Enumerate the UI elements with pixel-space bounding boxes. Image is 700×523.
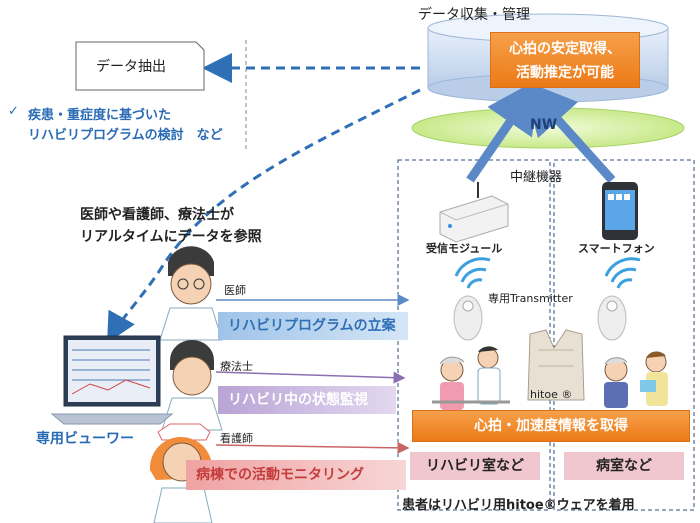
nurse-task-box: 病棟での活動モニタリング (186, 460, 406, 490)
viewer-computer-icon (50, 335, 174, 425)
network-label: NW (530, 117, 558, 133)
doctor-role-label: 医師 (224, 284, 246, 297)
transmitter-icon-2 (597, 295, 627, 341)
hitoe-vest-icon (527, 329, 585, 401)
smartphone-label: スマートフォン (578, 242, 655, 255)
uplink-arrow-smartphone (521, 79, 616, 184)
smartphone-icon (602, 182, 638, 240)
check-text-line1: 疾患・重症度に基づいた (28, 108, 172, 123)
viewer-label: 専用ビューワー (36, 431, 134, 447)
ward-room-box: 病室など (564, 452, 684, 480)
wifi-signal-icon (454, 257, 491, 289)
db-status-box: 心拍の安定取得、 活動推定が可能 (490, 32, 640, 88)
relay-label: 中継機器 (510, 170, 563, 185)
therapist-illustration (161, 340, 223, 431)
uplink-arrow-receiver (466, 77, 541, 183)
heart-info-box: 心拍・加速度情報を取得 (412, 410, 690, 442)
nurse-role-label: 看護師 (220, 432, 253, 445)
therapist-role-label: 療法士 (220, 360, 253, 373)
wifi-signal-icon-2 (604, 257, 641, 289)
relay-area-ward (553, 159, 695, 511)
ward-patients-illustration (604, 351, 668, 408)
rehab-room-box: リハビリ室など (410, 452, 540, 480)
doctor-task-box: リハビリプログラムの立案 (218, 312, 408, 340)
nurse-illustration (149, 423, 213, 523)
transmitter-icon (453, 295, 483, 341)
nurse-arrow (215, 441, 410, 454)
realtime-text-line2: リアルタイムにデータを参照 (80, 229, 262, 245)
hitoe-label: hitoe ® (530, 388, 573, 401)
receiver-label: 受信モジュール (426, 242, 503, 255)
bottom-label: 患者はリハビリ用hitoe®ウェアを着用 (402, 498, 635, 513)
page-title: データ収集・管理 (418, 7, 530, 23)
transmitter-label: 専用Transmitter (488, 292, 573, 305)
extract-box-label: データ抽出 (96, 59, 166, 75)
check-icon: ✓ (8, 104, 19, 119)
rehab-patients-illustration (432, 346, 510, 410)
therapist-arrow (215, 371, 406, 384)
receiver-module-icon (439, 182, 509, 243)
extract-document (75, 41, 205, 91)
check-text-line2: リハビリプログラムの検討 など (28, 128, 223, 143)
therapist-task-box: リハビリ中の状態監視 (218, 386, 396, 414)
doctor-illustration (159, 246, 223, 341)
realtime-text-line1: 医師や看護師、療法士が (80, 207, 234, 223)
